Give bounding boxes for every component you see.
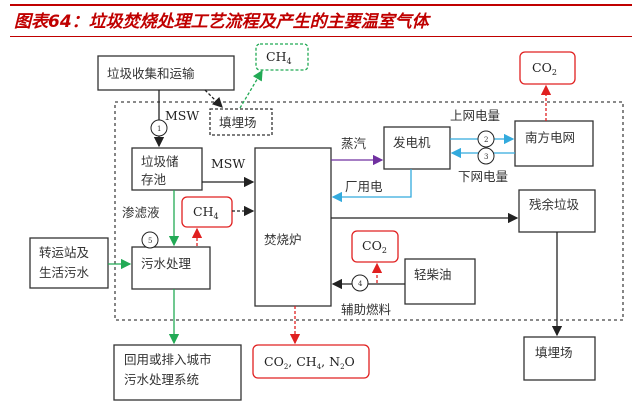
collection-box [97, 55, 235, 91]
msw-label-2: MSW [211, 156, 245, 171]
plant-boundary [114, 101, 624, 321]
residue-box [518, 189, 596, 233]
aux-fuel-label: 辅助燃料 [341, 302, 392, 317]
leachate-label: 渗滤液 [122, 205, 160, 220]
steam-label: 蒸汽 [341, 136, 367, 151]
marker-1 [150, 119, 168, 137]
arrow-landfill-to-ch4 [239, 69, 263, 109]
marker-5-label: 5 [148, 237, 152, 245]
marker-4 [351, 274, 369, 292]
storage-label-1: 垃圾储 [141, 154, 179, 169]
incinerator-label: 焚烧炉 [264, 232, 302, 247]
marker-1-label: 1 [157, 125, 161, 133]
transfer-label-2: 生活污水 [39, 265, 90, 280]
co2-mid-box [351, 230, 399, 263]
transfer-label-1: 转运站及 [39, 245, 90, 260]
storage-box [131, 147, 203, 191]
reuse-label-1: 回用或排入城市 [124, 352, 212, 367]
ch4-mid-label: CH4 [193, 204, 219, 221]
diesel-box [404, 258, 476, 305]
emissions-label: CO2, CH4, N2O [264, 354, 355, 371]
title-bar [10, 4, 632, 37]
msw-label-1: MSW [165, 108, 199, 123]
reuse-label-2: 污水处理系统 [124, 372, 199, 387]
landfill-mid-box [209, 108, 273, 136]
wastewater-label: 污水处理 [141, 256, 192, 271]
marker-3 [477, 147, 495, 165]
collection-label: 垃圾收集和运输 [107, 66, 195, 81]
marker-2-label: 2 [484, 136, 488, 144]
transfer-box [29, 237, 109, 289]
generator-box [383, 126, 451, 170]
arrow-plant-power [331, 169, 412, 203]
ch4-top-box [255, 43, 309, 71]
grid-box [514, 120, 594, 167]
marker-3-label: 3 [484, 153, 488, 161]
residue-label: 残余垃圾 [529, 197, 580, 212]
landfill-bottom-box [523, 336, 596, 381]
co2-top-box [519, 51, 576, 85]
arrow-collection-to-landfill [204, 89, 223, 108]
incinerator-box [254, 147, 332, 307]
co2-mid-label: CO2 [362, 238, 387, 255]
figure-title: 图表64：垃圾焚烧处理工艺流程及产生的主要温室气体 [14, 12, 429, 32]
diesel-label: 轻柴油 [414, 267, 452, 282]
co2-top-label: CO2 [532, 60, 557, 77]
storage-label-2: 存池 [141, 172, 167, 187]
reuse-box [113, 344, 242, 401]
marker-2 [477, 130, 495, 148]
plant-power-label: 厂用电 [345, 179, 383, 194]
grid-label: 南方电网 [525, 130, 575, 145]
landfill-bottom-label: 填埋场 [535, 345, 573, 360]
marker-5 [141, 231, 159, 249]
grid-down-label: 下网电量 [458, 169, 508, 184]
landfill-mid-label: 填埋场 [219, 115, 257, 130]
ch4-mid-box [181, 196, 233, 228]
generator-label: 发电机 [393, 135, 431, 150]
marker-4-label: 4 [358, 280, 363, 288]
grid-up-label: 上网电量 [450, 108, 500, 123]
emissions-box [252, 344, 370, 379]
wastewater-box [131, 246, 211, 290]
ch4-top-label: CH4 [266, 49, 292, 66]
